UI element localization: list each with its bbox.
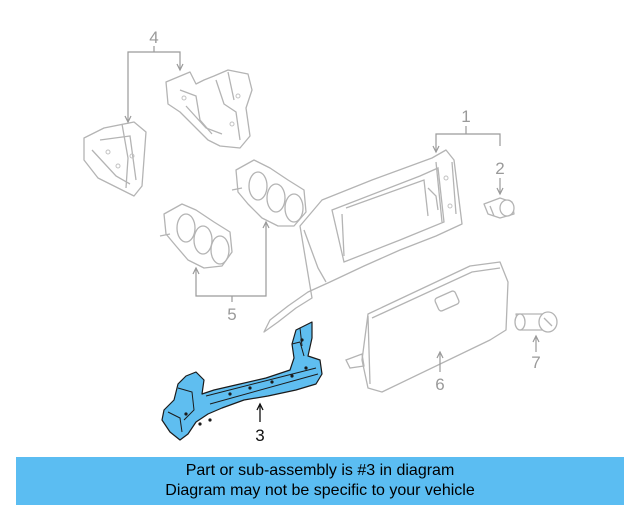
parts-diagram: 1 2 3 4 5 6 7 (83, 28, 558, 445)
banner-line-disclaimer: Diagram may not be specific to your vehi… (165, 482, 475, 499)
part-3-support-brace (161, 321, 323, 441)
callout-number-5: 5 (227, 305, 236, 324)
callout-number-2: 2 (495, 159, 504, 178)
banner-line-part-number: Part or sub-assembly is #3 in diagram (185, 462, 455, 479)
info-banner: Part or sub-assembly is #3 in diagram Di… (16, 457, 624, 505)
callout-number-3: 3 (255, 426, 264, 445)
callout-number-4: 4 (149, 28, 158, 47)
part-6-glovebox-door (345, 261, 509, 393)
callout-number-7: 7 (531, 353, 540, 372)
part-1-panel (263, 126, 501, 333)
part-5-clips (159, 159, 307, 302)
part-7-lock (514, 311, 558, 352)
part-2-bumper (483, 178, 515, 219)
part-4-brackets (83, 46, 253, 197)
callout-number-1: 1 (461, 107, 470, 126)
callout-number-6: 6 (435, 375, 444, 394)
